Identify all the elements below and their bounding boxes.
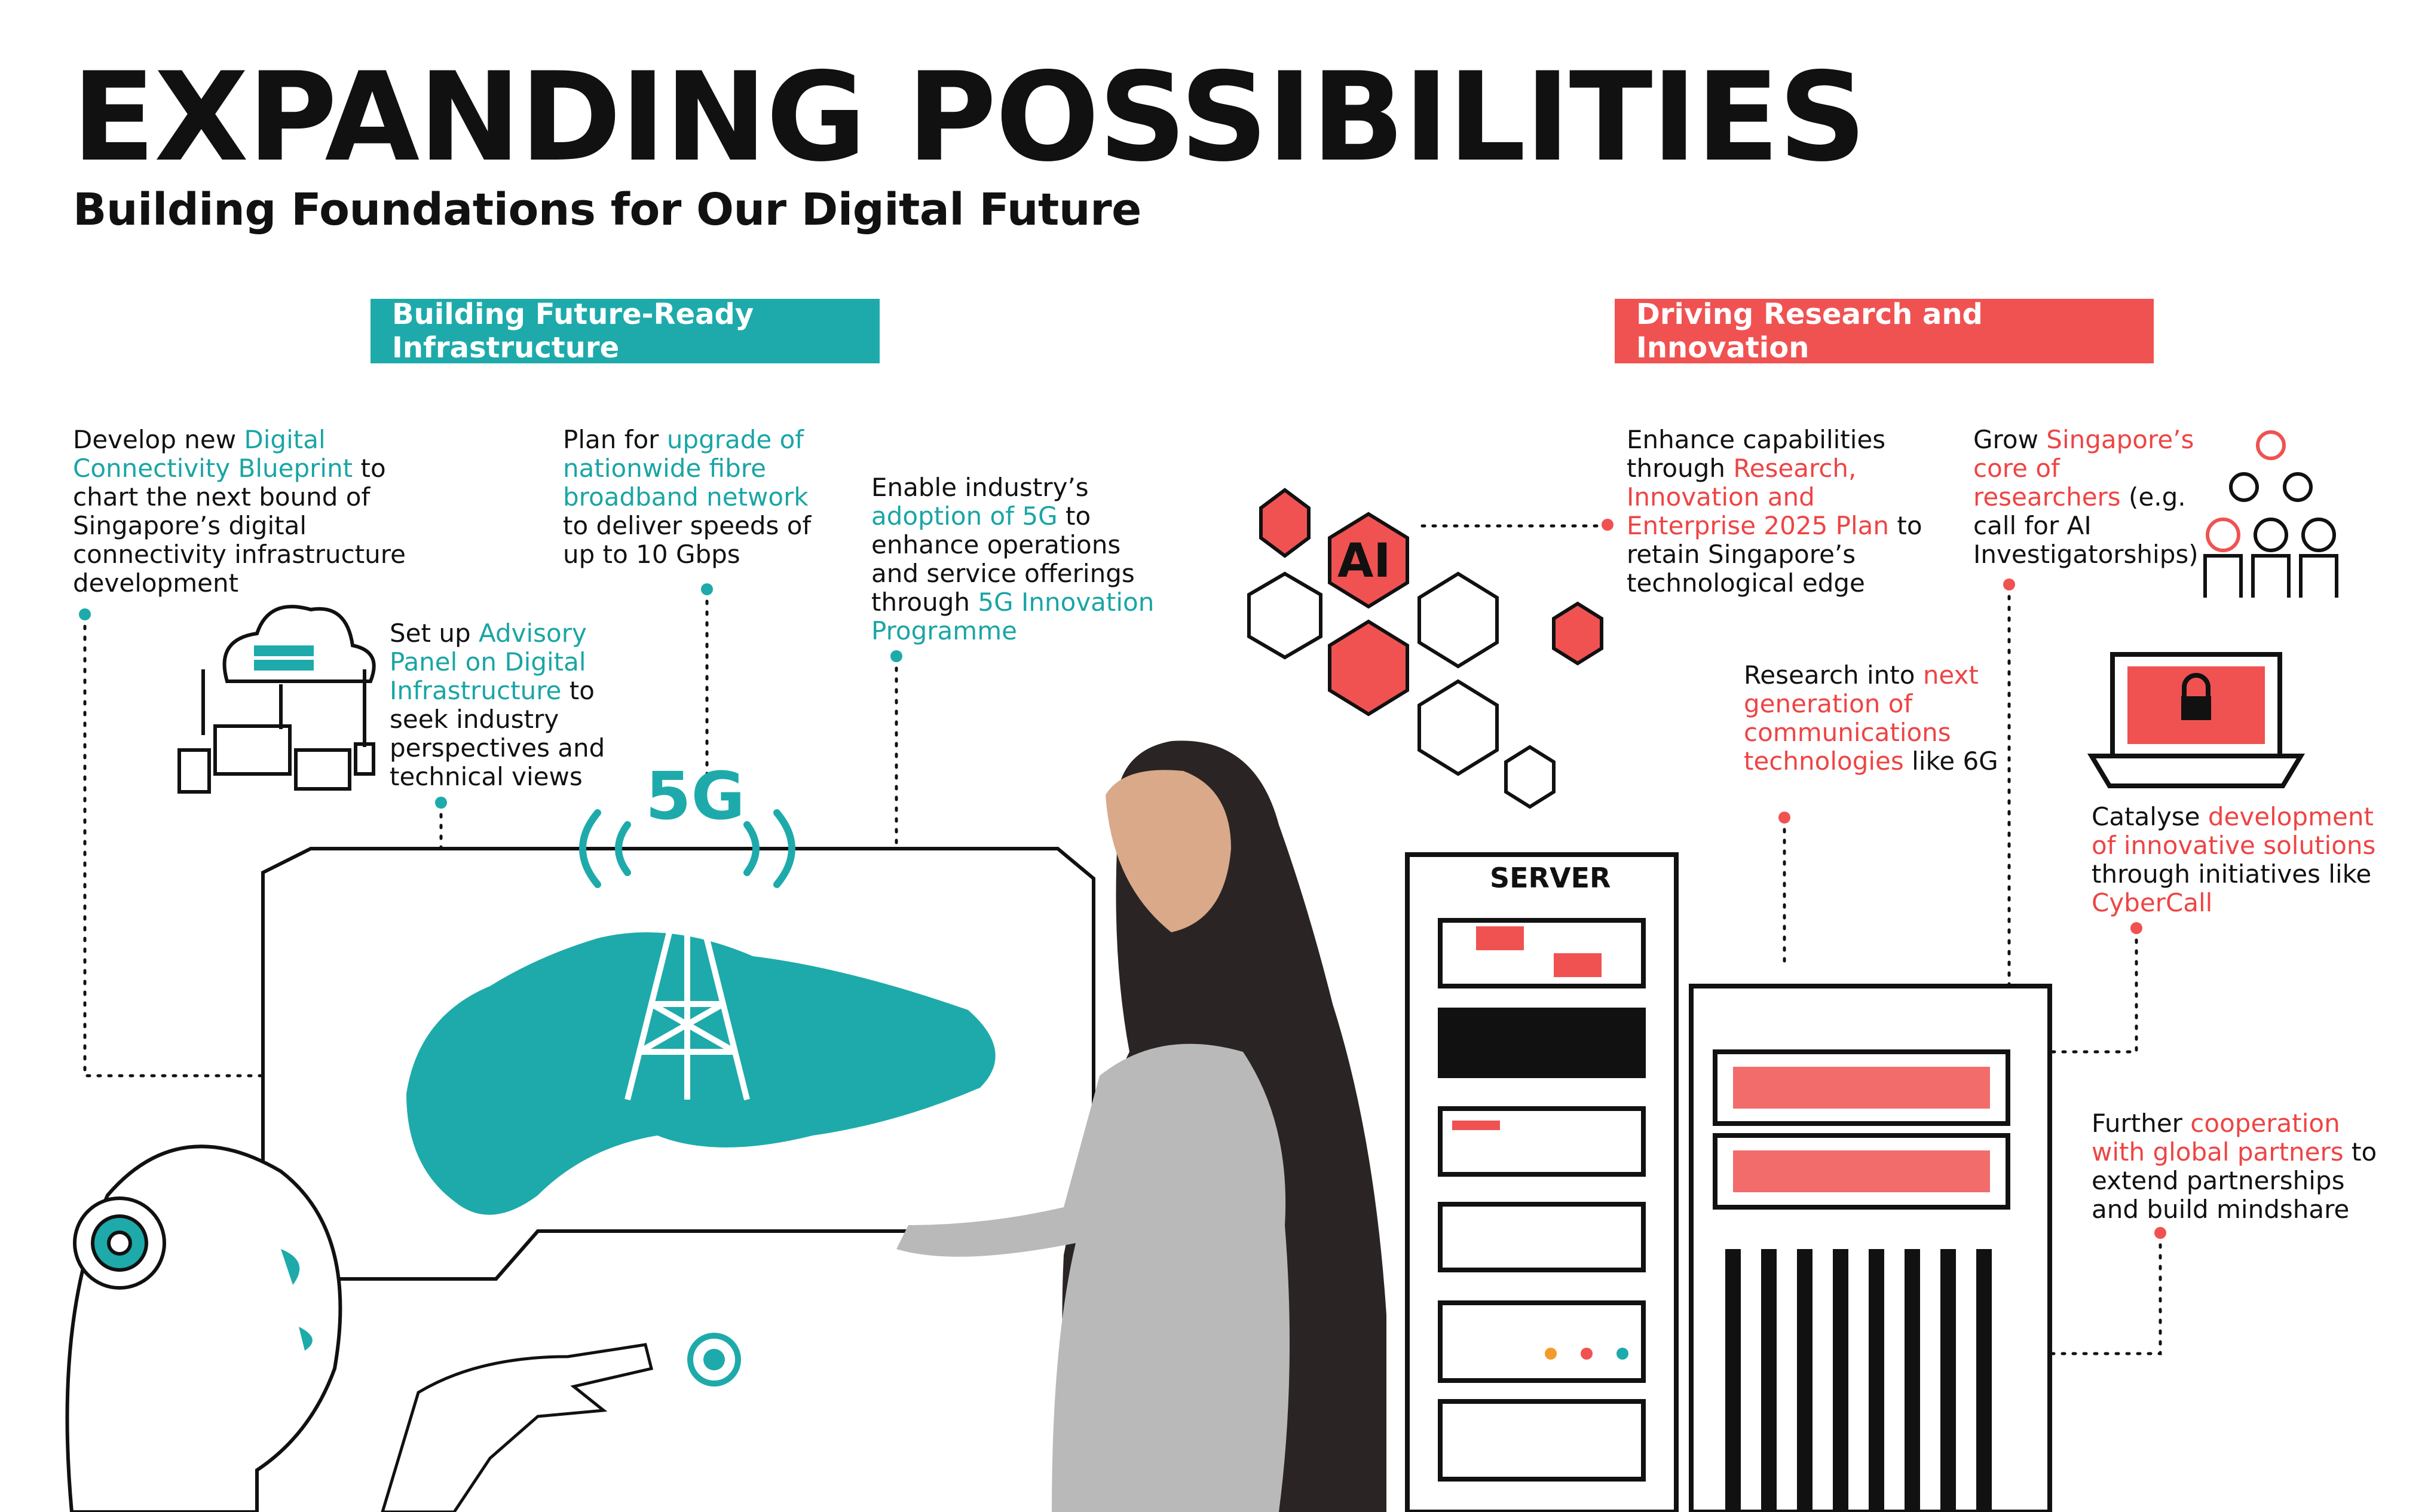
infrastructure-section-label: Building Future-Ready Infrastructure [392,298,754,365]
blueprint-blurb: Develop new Digital Connectivity Bluepri… [73,426,443,598]
cybercall-text-mid: through initiatives like [2092,859,2372,889]
presenter-person [896,740,1386,1512]
fibre-highlight: upgrade of nationwide fibre broadband ne… [563,425,809,512]
signal-waves-icon [579,809,795,888]
cybercall-text: Catalyse [2092,802,2208,831]
connector-blueprint [83,614,265,1078]
panel-highlight: Advisory Panel on Digital Infrastructure [390,619,587,705]
blueprint-text: Develop new [73,425,244,454]
5g-label: 5G [645,758,745,834]
cloud-network-icon [177,605,376,794]
connector-partners [2048,1232,2162,1355]
research-section-tag: Driving Research and Innovation [1615,298,2154,365]
fibre-text-end: to deliver speeds of up to 10 Gbps [563,511,812,569]
5g-tower-icon [624,859,750,1101]
singapore-map [406,932,996,1215]
research-section-label: Driving Research and Innovation [1636,298,1983,365]
server-label: SERVER [1490,862,1611,894]
cybercall-highlight-name: CyberCall [2092,888,2213,917]
fibre-blurb: Plan for upgrade of nationwide fibre bro… [563,426,838,569]
infrastructure-section-tag: Building Future-Ready Infrastructure [371,298,880,365]
robot-head-icon [65,1144,342,1512]
connector-cybercall [2048,928,2138,1054]
blueprint-highlight: Digital Connectivity Blueprint [73,425,353,483]
ai-label: AI [1337,534,1391,588]
g5-text: Enable industry’s [871,473,1089,502]
g5-blurb: Enable industry’s adoption of 5G to enha… [871,473,1170,645]
researchers-text: Grow [1973,425,2047,454]
server-rack-left [1405,852,1679,1512]
rie-blurb: Enhance capabilities through Research, I… [1627,426,1925,598]
panel-text: Set up [390,619,479,648]
partners-highlight: cooperation with global partners [2092,1109,2344,1167]
researchers-blurb: Grow Singapore’s core of researchers (e.… [1973,426,2212,569]
rie-text: Enhance capabilities through [1627,425,1886,483]
rie-highlight: Research, Innovation and Enterprise 2025… [1627,454,1889,540]
researchers-highlight: Singapore’s core of researchers [1973,425,2194,512]
g5-text-mid: to enhance operations and service offeri… [871,501,1135,617]
blueprint-text-end: to chart the next bound of Singapore’s d… [73,454,406,598]
nextgen-text: Research into [1744,660,1923,690]
researchers-group-icon [2203,430,2338,598]
cybercall-blurb: Catalyse development of innovative solut… [2092,803,2384,917]
nextgen-highlight: next generation of communications techno… [1744,660,1979,776]
connector-dots [79,519,2166,1239]
partners-text: Further [2092,1109,2191,1138]
g5-highlight: adoption of 5G [871,501,1058,531]
panel-text-end: to seek industry perspectives and techni… [390,676,605,791]
robot-hand-icon [381,1333,741,1512]
dotted-connectors [83,524,2162,1355]
laptop-lock-icon [2087,652,2306,788]
g5-highlight-programme: 5G Innovation Programme [871,587,1155,645]
panel-blurb: Set up Advisory Panel on Digital Infrast… [390,619,617,791]
researchers-text-end: (e.g. call for AI Investigatorships) [1973,482,2199,569]
nextgen-text-end: like 6G [1903,746,1998,776]
cybercall-highlight: development of innovative solutions [2092,802,2376,860]
partners-blurb: Further cooperation with global partners… [2092,1109,2390,1224]
server-rack-right [1689,984,2052,1512]
page-subtitle: Building Foundations for Our Digital Fut… [73,184,1141,235]
page-title: EXPANDING POSSIBILITIES [72,47,1866,189]
partners-text-end: to extend partnerships and build mindsha… [2092,1137,2377,1224]
ai-hex-cluster [1247,488,1603,809]
nextgen-blurb: Research into next generation of communi… [1744,661,2007,776]
rie-text-end: to retain Singapore’s technological edge [1627,511,1922,598]
fibre-text: Plan for [563,425,667,454]
